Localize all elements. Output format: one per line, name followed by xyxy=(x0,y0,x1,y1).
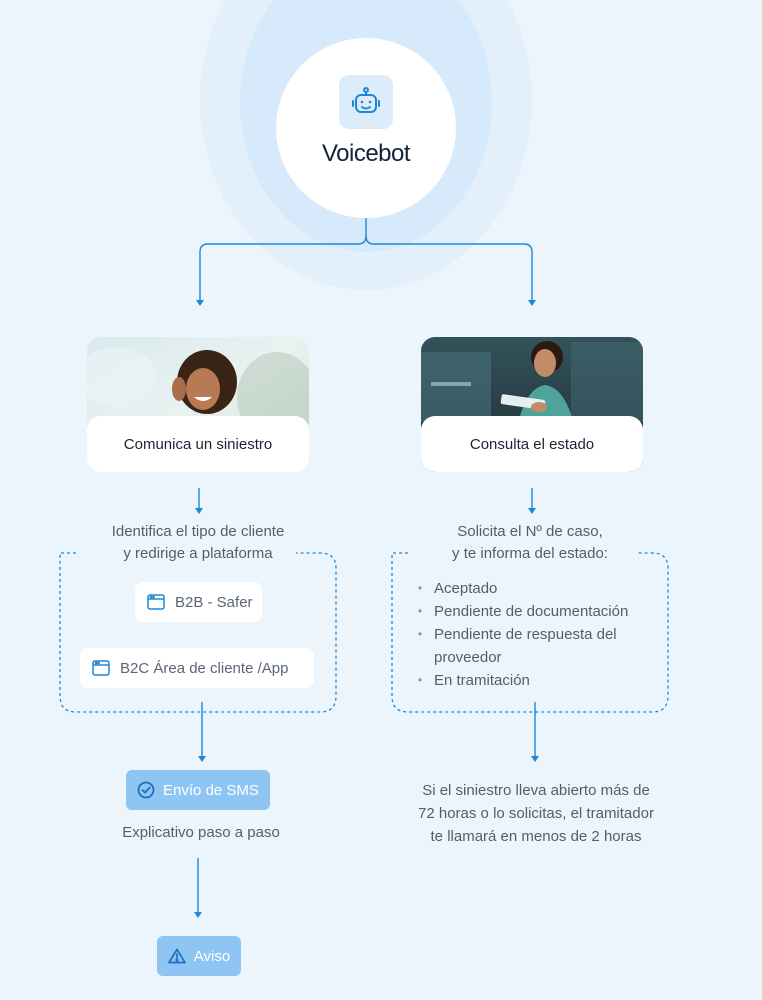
right-caption-line2: y te informa del estado: xyxy=(452,545,608,562)
sms-button-label: Envío de SMS xyxy=(163,781,259,799)
sms-button[interactable]: Envío de SMS xyxy=(126,770,270,810)
browser-window-icon xyxy=(147,594,165,610)
right-card-title: Consulta el estado xyxy=(421,416,643,472)
left-options-group xyxy=(59,552,337,713)
warning-button-label: Aviso xyxy=(193,947,231,965)
status-item: Aceptado xyxy=(418,577,658,600)
escalation-note: Si el siniestro lleva abierto más de 72 … xyxy=(392,779,680,848)
warning-button[interactable]: Aviso xyxy=(157,936,241,976)
right-caption: Solicita el Nº de caso, y te informa del… xyxy=(392,521,668,565)
escalation-note-line1: Si el siniestro lleva abierto más de xyxy=(422,782,650,799)
status-item: Pendiente de respuesta del proveedor xyxy=(418,623,658,669)
status-item-continuation: proveedor xyxy=(434,649,502,666)
check-circle-icon xyxy=(137,781,155,799)
status-list: Aceptado Pendiente de documentación Pend… xyxy=(418,577,658,692)
right-caption-line1: Solicita el Nº de caso, xyxy=(457,523,603,540)
warning-triangle-icon xyxy=(167,948,186,964)
left-caption-line2: y redirige a plataforma xyxy=(123,545,273,562)
status-item: Pendiente de documentación xyxy=(418,600,658,623)
status-item: En tramitación xyxy=(418,669,658,692)
option-label: B2B - Safer xyxy=(175,593,253,611)
hub-title: Voicebot xyxy=(321,140,411,167)
option-b2c-area-cliente[interactable]: B2C Área de cliente /App xyxy=(80,648,314,688)
left-caption: Identifica el tipo de cliente y redirige… xyxy=(60,521,336,565)
left-caption-line1: Identifica el tipo de cliente xyxy=(111,523,285,540)
left-card-title: Comunica un siniestro xyxy=(87,416,309,472)
browser-window-icon xyxy=(92,660,110,676)
option-b2b-safer[interactable]: B2B - Safer xyxy=(135,582,262,622)
option-label: B2C Área de cliente /App xyxy=(120,659,289,677)
escalation-note-line3: te llamará en menos de 2 horas xyxy=(430,828,642,845)
status-item-text: Pendiente de respuesta del xyxy=(434,626,617,643)
robot-icon xyxy=(339,75,393,129)
sms-caption: Explicativo paso a paso xyxy=(122,824,280,841)
escalation-note-line2: 72 horas o lo solicitas, el tramitador xyxy=(418,805,654,822)
